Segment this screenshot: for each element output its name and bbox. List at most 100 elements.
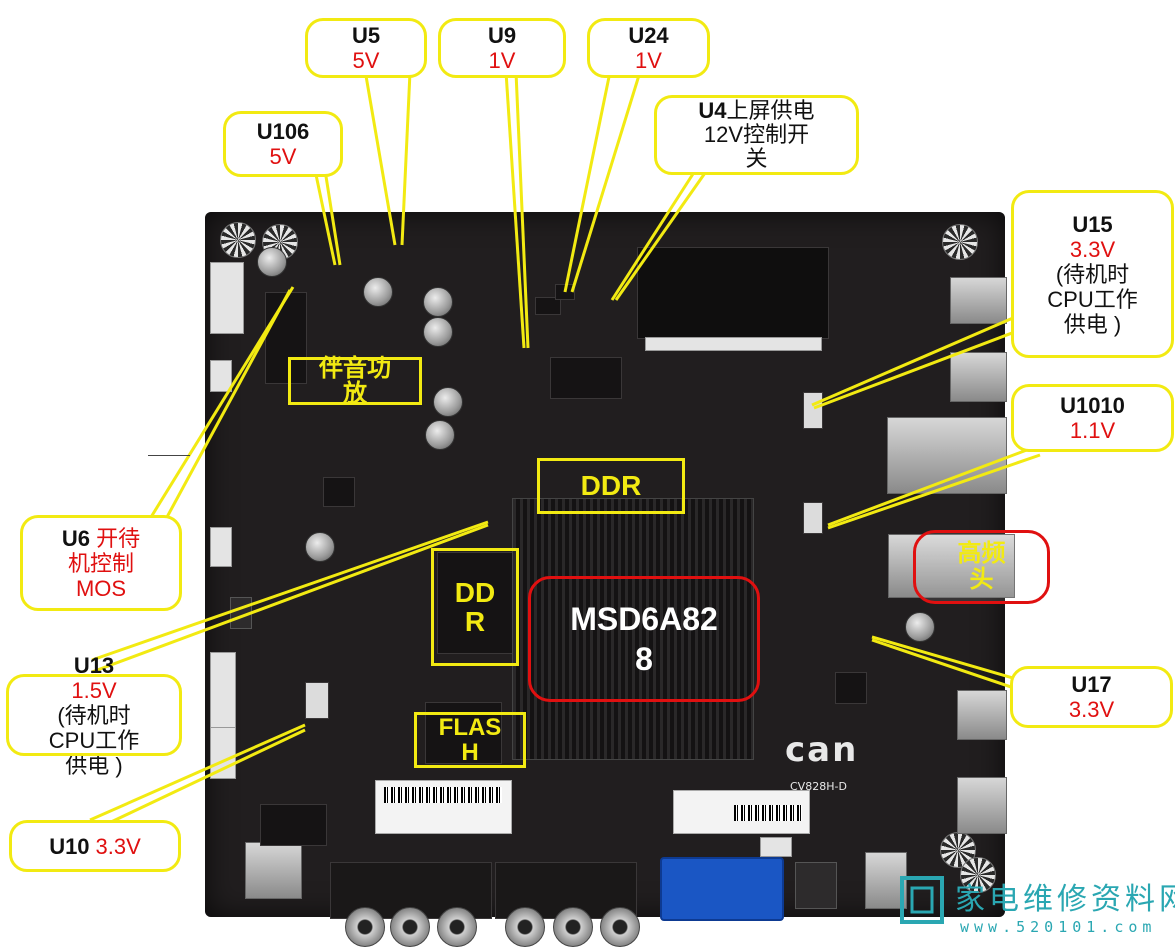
callout-u15: U15 3.3V (待机时 CPU工作 供电 ) <box>1011 190 1174 358</box>
board-brand-logo: can <box>785 730 859 770</box>
connector-bottom <box>760 837 792 857</box>
callout-u4-desc1: 上屏供电 <box>726 98 815 123</box>
leader-u4 <box>614 162 714 301</box>
coil-component <box>942 224 978 260</box>
callout-u4-desc2: 12V控制开 <box>703 122 810 147</box>
ddr-left-label-line2: R <box>464 606 486 637</box>
lvds-connector-pins <box>645 337 822 351</box>
rca-jack <box>505 907 545 947</box>
callout-u17-voltage: 3.3V <box>1068 697 1115 722</box>
flash-label: FLAS H <box>414 712 526 768</box>
callout-u4: U4上屏供电 12V控制开 关 <box>654 95 859 175</box>
leader-u17 <box>871 638 1021 692</box>
audio-amp-label-line2: 放 <box>343 380 367 407</box>
leader-u1010 <box>827 453 1041 530</box>
callout-u6: U6 开待 机控制 MOS <box>20 515 182 611</box>
callout-u13-frame <box>6 674 182 756</box>
callout-u1010: U1010 1.1V <box>1011 384 1174 452</box>
callout-u1010-name: U1010 <box>1060 393 1125 418</box>
callout-u5-name: U5 <box>351 23 381 48</box>
callout-u13-name: U13 <box>73 652 115 678</box>
vga-port <box>660 857 784 921</box>
capacitor <box>363 277 393 307</box>
leader-u13 <box>91 520 489 662</box>
soc-label-line1: MSD6A82 <box>570 601 718 637</box>
capacitor <box>423 317 453 347</box>
capacitor <box>905 612 935 642</box>
watermark-url: www.520101.com <box>960 918 1157 936</box>
capacitor <box>433 387 463 417</box>
audio-amp-label-line1: 伴音功 <box>319 354 391 382</box>
hdmi-port <box>957 777 1007 834</box>
leader-u13 <box>91 523 489 674</box>
callout-u6-desc2: 机控制 <box>67 550 134 576</box>
audio-amp-label: 伴音功 放 <box>288 354 422 407</box>
leader-u4 <box>610 162 702 301</box>
transformer-chip <box>260 804 327 846</box>
ddr-chip-top <box>550 357 622 399</box>
leader-u15 <box>811 313 1021 407</box>
callout-u15-name: U15 <box>1072 211 1113 237</box>
power-jack <box>795 862 837 909</box>
leader-u1010 <box>827 443 1041 527</box>
capacitor <box>423 287 453 317</box>
tuner-label: 高频 头 <box>913 530 1050 604</box>
callout-u17-name: U17 <box>1071 672 1112 697</box>
watermark-logo-icon <box>900 876 944 924</box>
flash-label-line2: H <box>461 739 479 766</box>
leader-u17 <box>871 635 1021 682</box>
callout-u15-desc2: CPU工作 <box>1047 286 1138 312</box>
u10-chip <box>305 682 329 719</box>
callout-u10-name: U10 <box>49 833 90 859</box>
leader-u24 <box>563 71 612 293</box>
callout-u5-voltage: 5V <box>352 48 380 73</box>
ddr-left-label: DD R <box>431 548 519 666</box>
leader-u9 <box>514 71 530 349</box>
tuner-label-line2: 头 <box>969 566 994 593</box>
usb-port <box>950 352 1007 402</box>
tuner-label-line1: 高频 <box>957 539 1006 567</box>
barcode <box>734 805 802 821</box>
callout-u13: U13 1.5V (待机时 CPU工作 供电 ) <box>6 630 182 800</box>
connector-left <box>210 262 244 334</box>
u1010-chip <box>803 502 823 534</box>
callout-u10-voltage: 3.3V <box>95 833 141 859</box>
callout-u15-desc3: 供电 ) <box>1063 311 1122 337</box>
flash-label-line1: FLAS <box>438 713 502 741</box>
callout-u9: U9 1V <box>438 18 566 78</box>
usb-port <box>950 277 1007 324</box>
capacitor <box>257 247 287 277</box>
leader-u24 <box>570 71 642 293</box>
rca-jack <box>390 907 430 947</box>
u9-chip <box>535 297 561 315</box>
ddr-left-label-line1: DD <box>454 576 496 608</box>
leader-u5 <box>363 69 397 246</box>
hdmi-port <box>957 690 1007 740</box>
connector-left <box>210 527 232 567</box>
coil-component <box>960 857 996 893</box>
soc-label-line2: 8 <box>635 641 653 677</box>
capacitor <box>305 532 335 562</box>
callout-u15-voltage: 3.3V <box>1069 236 1116 262</box>
callout-u106-name: U106 <box>256 119 310 144</box>
board-model-text: CV828H-D <box>790 780 847 793</box>
callout-u4-desc3: 关 <box>745 146 768 171</box>
soc-heatsink <box>512 498 754 760</box>
rca-jack <box>437 907 477 947</box>
callout-u6-desc1: 开待 <box>96 525 141 551</box>
leader-u15 <box>813 328 1021 410</box>
circuit-board <box>205 212 1015 947</box>
ddr-top-label-text: DDR <box>580 470 642 502</box>
callout-u5: U5 5V <box>305 18 427 78</box>
callout-u9-voltage: 1V <box>488 48 516 73</box>
tuner-module <box>888 534 1015 598</box>
soc-label: MSD6A82 8 <box>528 576 760 702</box>
leader-u10 <box>89 723 306 822</box>
callout-u17: U17 3.3V <box>1010 666 1173 728</box>
leader-u9 <box>504 71 526 349</box>
callout-u9-name: U9 <box>487 23 517 48</box>
callout-u6-name: U6 <box>61 525 90 551</box>
audio-amp-chip <box>265 292 307 384</box>
leader-u106 <box>323 169 342 266</box>
